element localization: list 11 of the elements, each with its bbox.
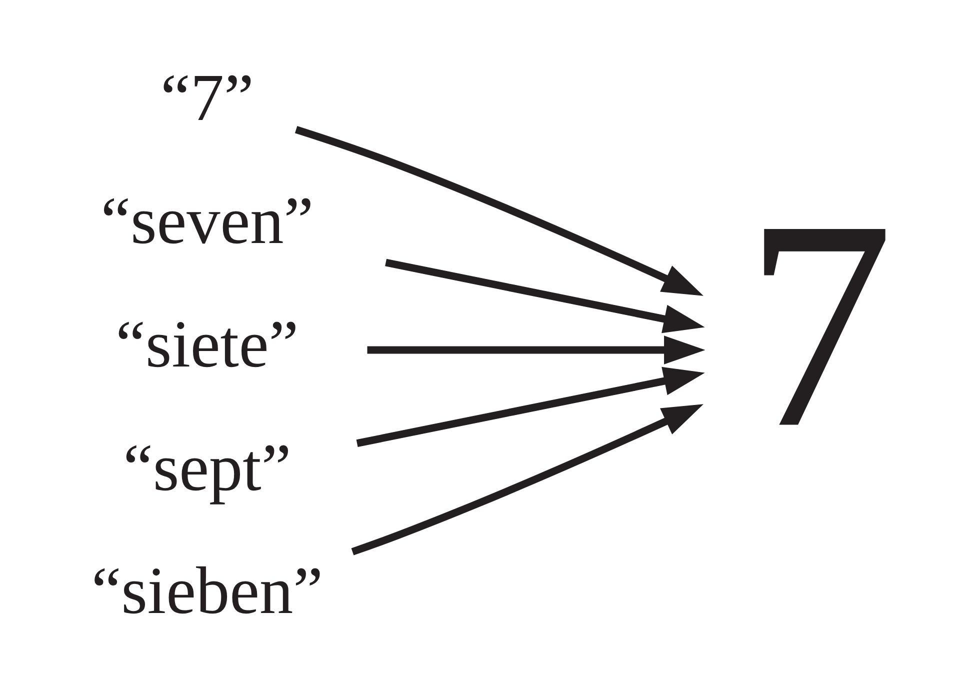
node-text: “seven”: [100, 182, 314, 258]
node-text: “sept”: [123, 429, 292, 504]
arrow: [356, 366, 705, 446]
node-text: “sieben”: [91, 552, 323, 628]
arrow: [367, 335, 706, 364]
node-text: 7: [744, 158, 894, 490]
arrow: [294, 126, 704, 296]
arrow: [385, 258, 705, 333]
node-text: “7”: [160, 59, 254, 134]
node-text: “siete”: [116, 306, 299, 381]
arrow: [351, 404, 704, 555]
